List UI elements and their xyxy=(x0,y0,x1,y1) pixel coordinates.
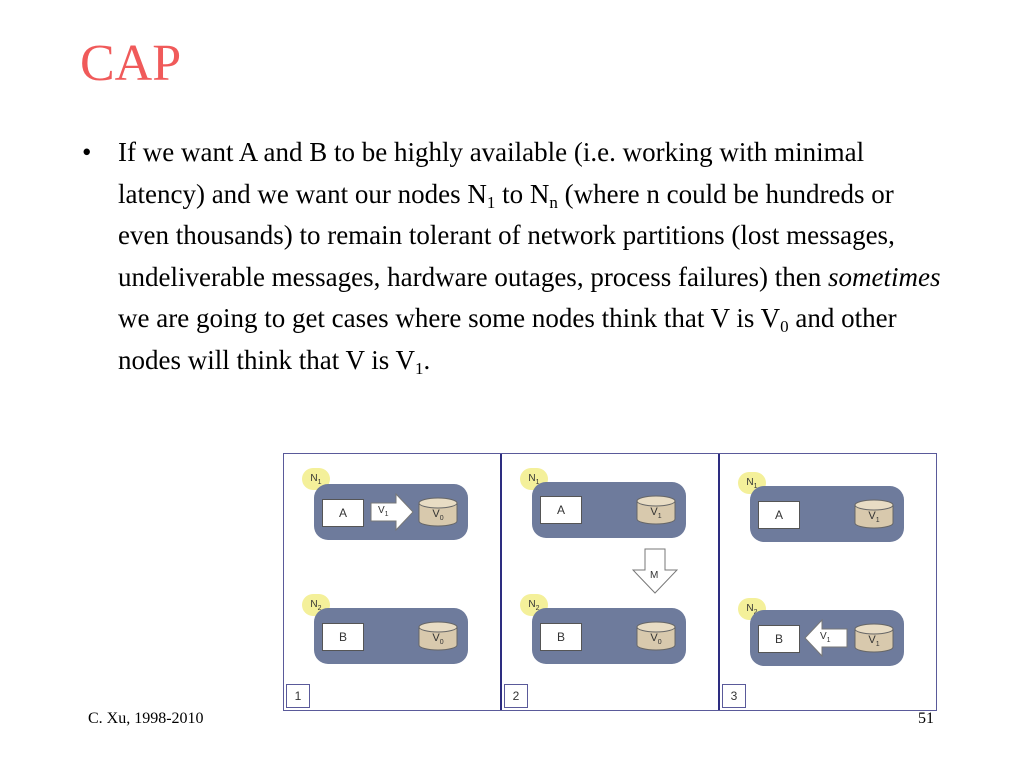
panel-number: 3 xyxy=(722,684,746,708)
bullet-text: If we want A and B to be highly availabl… xyxy=(118,132,942,381)
node-n1: A V1 xyxy=(750,486,904,542)
database-icon: V1 xyxy=(854,499,894,529)
panel-number: 2 xyxy=(504,684,528,708)
process-box-b: B xyxy=(758,625,800,653)
db-value: V1 xyxy=(868,634,880,649)
bullet-text-part: If we want A and B to be highly availabl… xyxy=(118,137,865,209)
subscript: 1 xyxy=(486,192,496,212)
right-arrow-icon xyxy=(370,493,414,531)
db-value: V0 xyxy=(432,508,444,523)
node-n1: A V1 V0 xyxy=(314,484,468,540)
bullet-text-part: . xyxy=(423,344,431,375)
bullet-paragraph: • If we want A and B to be highly availa… xyxy=(82,132,942,381)
message-label: M xyxy=(650,570,659,581)
bullet-text-part: to N xyxy=(495,178,550,209)
db-value: V0 xyxy=(650,632,662,647)
node-n2: B V0 xyxy=(314,608,468,664)
process-box-b: B xyxy=(322,623,364,651)
database-icon: V1 xyxy=(636,495,676,525)
database-icon: V1 xyxy=(854,623,894,653)
db-value: V1 xyxy=(868,510,880,525)
footer-author: C. Xu, 1998-2010 xyxy=(88,710,204,727)
node-n2: B V1 V1 xyxy=(750,610,904,666)
db-value: V0 xyxy=(432,632,444,647)
process-box-a: A xyxy=(540,496,582,524)
arrow-label-v1: V1 xyxy=(378,505,389,518)
slide-title: CAP xyxy=(80,35,182,92)
left-arrow-icon xyxy=(804,619,848,657)
process-box-b: B xyxy=(540,623,582,651)
node-n1: A V1 xyxy=(532,482,686,538)
page-number: 51 xyxy=(918,710,934,727)
emphasis-sometimes: sometimes xyxy=(827,261,941,292)
process-box-a: A xyxy=(322,499,364,527)
panel-3: N1 A V1 N2 B V1 V1 xyxy=(720,454,936,710)
database-icon: V0 xyxy=(418,621,458,651)
db-value: V1 xyxy=(650,506,662,521)
database-icon: V0 xyxy=(418,497,458,527)
down-arrow-icon xyxy=(632,548,678,594)
arrow-label-v1: V1 xyxy=(820,631,831,644)
bullet-text-part: we are going to get cases where some nod… xyxy=(118,303,781,333)
bullet-marker: • xyxy=(82,137,92,167)
subscript: 1 xyxy=(415,358,424,378)
panel-2: N1 A V1 M N2 B V0 xyxy=(502,454,720,710)
bullet-text-part: (where n could be hundreds or even thous… xyxy=(118,178,895,292)
panel-number: 1 xyxy=(286,684,310,708)
process-box-a: A xyxy=(758,501,800,529)
bullet-text-part: and other nodes will think that V is V xyxy=(118,303,897,375)
subscript: 0 xyxy=(780,317,789,336)
panel-1: N1 A V1 V0 N2 B V0 xyxy=(284,454,502,710)
database-icon: V0 xyxy=(636,621,676,651)
node-n2: B V0 xyxy=(532,608,686,664)
cap-figure: N1 A V1 V0 N2 B V0 xyxy=(283,453,937,711)
subscript: n xyxy=(549,192,558,212)
